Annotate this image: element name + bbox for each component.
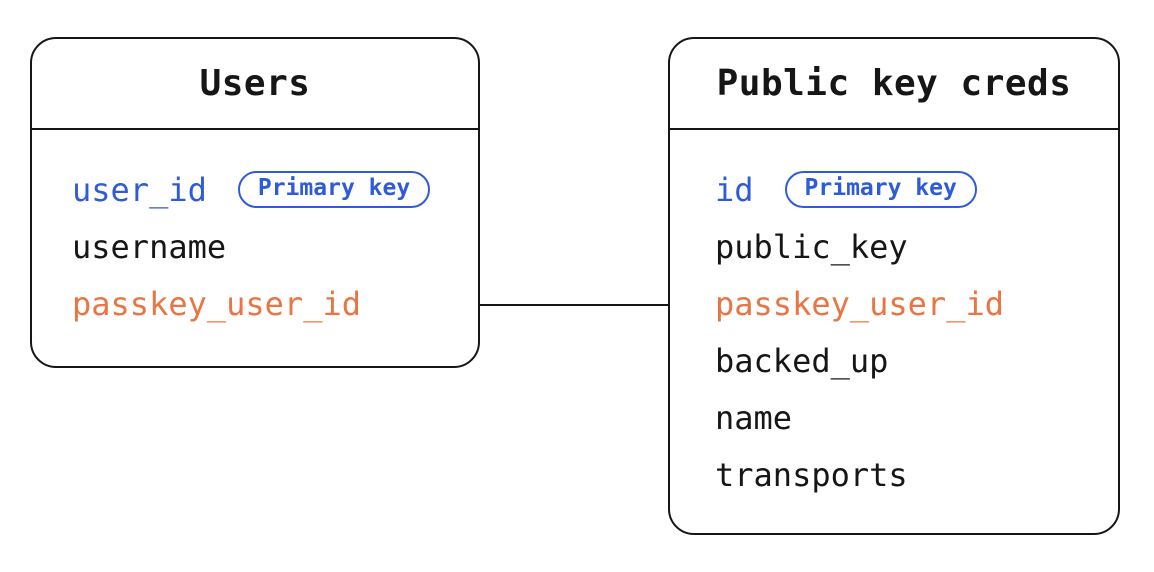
table-public-key-creds-fields: id Primary key public_key passkey_user_i…	[670, 130, 1118, 503]
field-row-passkey-user-id: passkey_user_id	[72, 275, 478, 332]
table-users-header: Users	[32, 39, 478, 130]
table-title: Users	[199, 63, 311, 104]
field-name: username	[72, 227, 227, 266]
primary-key-badge: Primary key	[237, 171, 431, 208]
table-users-fields: user_id Primary key username passkey_use…	[32, 130, 478, 332]
field-name: backed_up	[715, 341, 889, 380]
table-public-key-creds-header: Public key creds	[670, 39, 1118, 130]
field-row-user-id: user_id Primary key	[72, 161, 478, 218]
field-row-passkey-user-id: passkey_user_id	[715, 275, 1118, 332]
field-row-backed-up: backed_up	[715, 332, 1118, 389]
table-title: Public key creds	[716, 63, 1072, 104]
field-row-name: name	[715, 389, 1118, 446]
relationship-line	[479, 304, 670, 306]
field-name: transports	[715, 455, 908, 494]
field-name: public_key	[715, 227, 908, 266]
field-row-username: username	[72, 218, 478, 275]
field-name: passkey_user_id	[72, 284, 361, 323]
field-name: id	[715, 170, 754, 209]
field-row-id: id Primary key	[715, 161, 1118, 218]
field-row-transports: transports	[715, 446, 1118, 503]
primary-key-badge: Primary key	[784, 171, 977, 208]
field-row-public-key: public_key	[715, 218, 1118, 275]
field-name: passkey_user_id	[715, 284, 1004, 323]
table-public-key-creds: Public key creds id Primary key public_k…	[668, 37, 1120, 535]
field-name: name	[715, 398, 793, 437]
field-name: user_id	[72, 170, 207, 209]
table-users: Users user_id Primary key username passk…	[30, 37, 480, 368]
